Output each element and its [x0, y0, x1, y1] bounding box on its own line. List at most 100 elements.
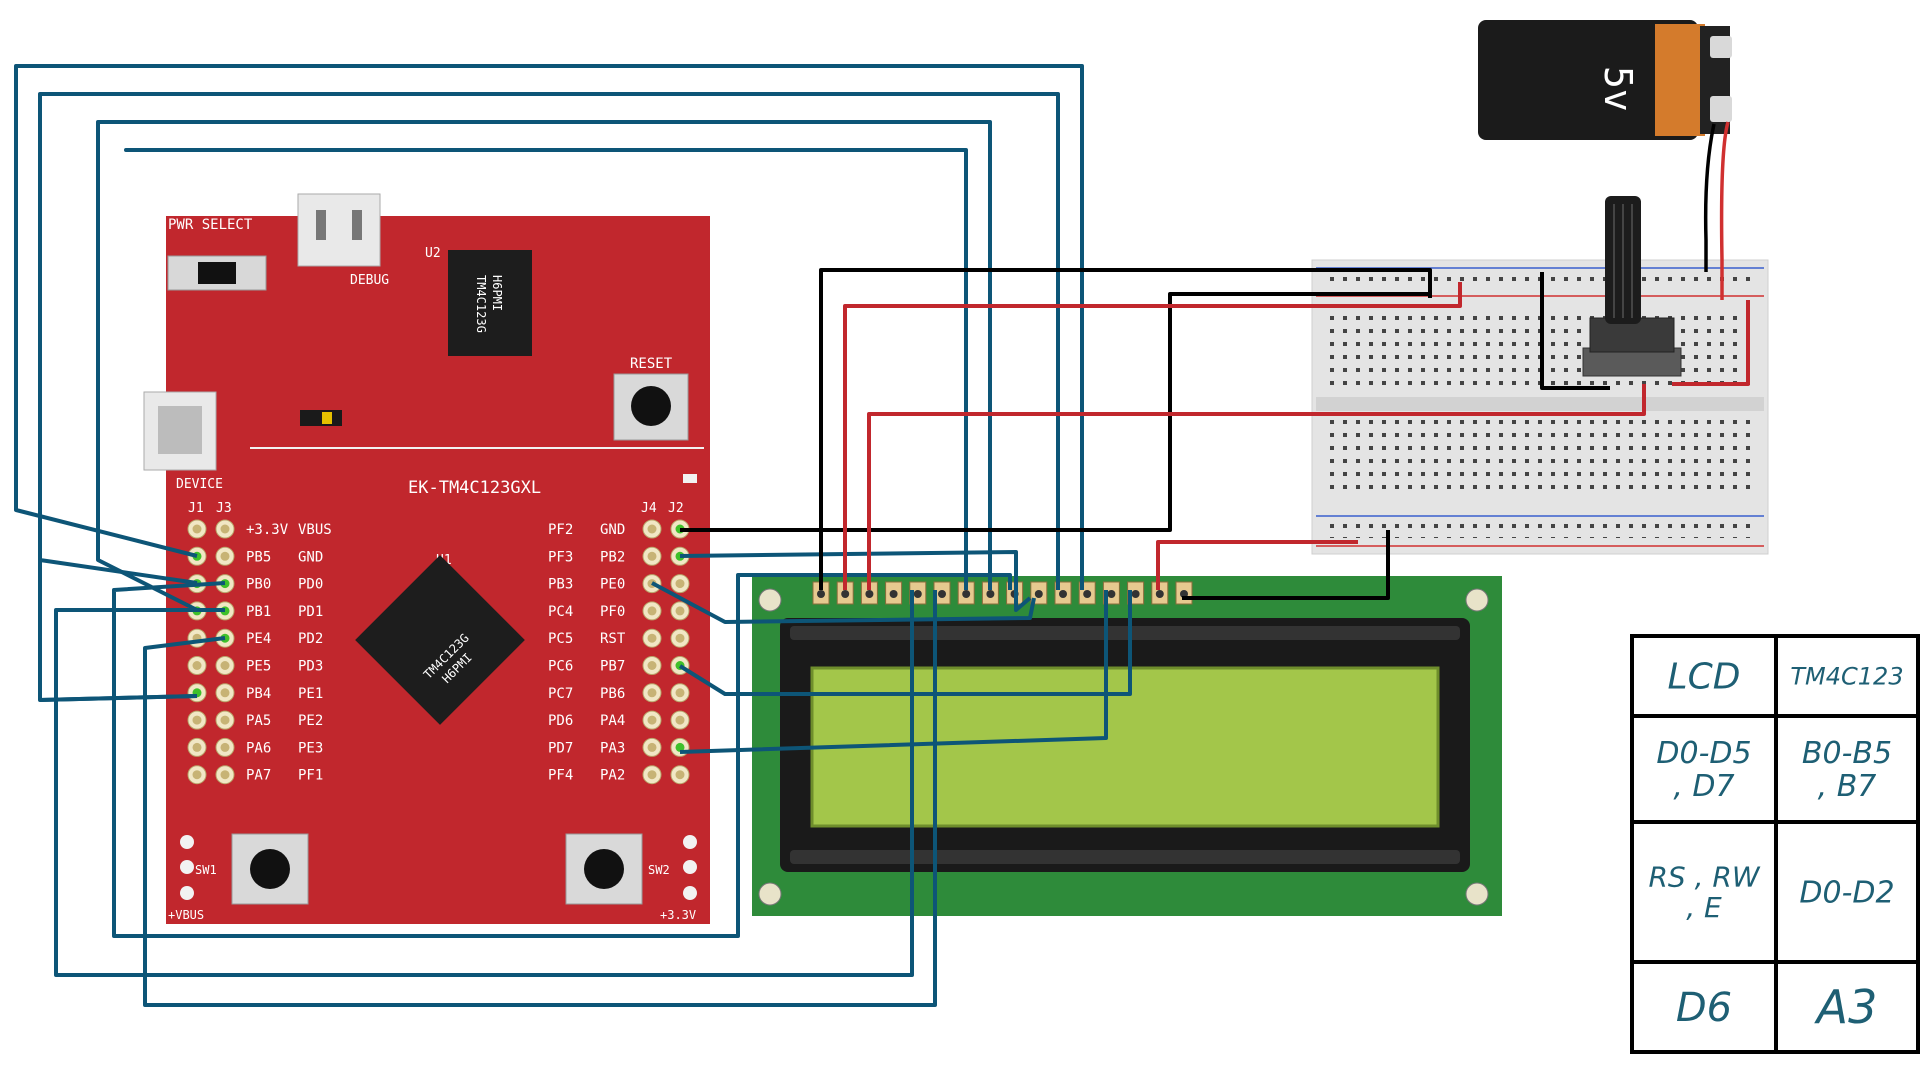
wire-pe4	[143, 590, 937, 1007]
left-pin-label-b: PE2	[298, 713, 323, 729]
chip-u2: TM4C123G H6PMI	[448, 250, 532, 356]
lcd-pin-hole-13	[1107, 590, 1116, 598]
lcd-pin-hole-11	[1059, 590, 1067, 598]
wire-pb1	[96, 120, 992, 612]
debug-label: DEBUG	[350, 273, 389, 288]
wire-loop4	[124, 148, 968, 590]
left-pin-label-b: PD1	[298, 604, 323, 620]
header-pin-core-R0-7	[647, 715, 657, 725]
header-pin-core-L1-7	[220, 715, 230, 725]
chip-u2-line1: TM4C123G	[474, 275, 488, 333]
table-cell-r1-c0: , D7	[1673, 769, 1734, 804]
left-pin-label-a: PE5	[246, 659, 271, 675]
table-cell-r0-c0: LCD	[1668, 657, 1741, 698]
header-pin-core-R0-4	[647, 633, 657, 643]
right-pin-label-b: RST	[600, 631, 626, 647]
right-pin-label-a: PC7	[548, 686, 573, 702]
header-pin-core-R0-1	[647, 551, 657, 561]
wire-pe0	[651, 581, 1036, 624]
chip-u2-line2: H6PMI	[490, 275, 504, 311]
lcd-pin-hole-15	[1155, 590, 1164, 598]
wire-pb2	[679, 550, 1032, 612]
sw1-label: SW1	[195, 863, 217, 877]
wire-pb5	[14, 64, 1084, 590]
lcd-pin-hole-8	[986, 590, 995, 598]
lcd-pin-hole-5	[913, 590, 922, 598]
wire-vcc-lcd2	[843, 282, 1462, 590]
lcd-pin-hole-7	[962, 590, 971, 598]
left-pin-label-a: PB0	[246, 577, 271, 593]
chip-u1: TM4C123G H6PMI	[355, 555, 525, 725]
pwr-select-label: PWR SELECT	[168, 217, 253, 233]
sw2-button	[565, 833, 643, 905]
left-pin-label-a: PB1	[246, 604, 271, 620]
wire-gnd-lcd16	[1182, 530, 1390, 600]
battery-label: 5v	[1596, 66, 1640, 112]
header-pin-core-L0-7	[192, 715, 202, 725]
header-pin-core-L1-0	[220, 524, 230, 534]
header-pin-core-L0-5	[192, 661, 202, 670]
table-cell-r2-c0: RS , RW	[1648, 860, 1760, 893]
left-pin-label-a: PA7	[246, 768, 271, 784]
right-pin-label-a: PB3	[548, 577, 573, 593]
device-label: DEVICE	[176, 477, 223, 492]
left-pin-label-a: PA6	[246, 740, 271, 756]
left-pin-label-b: PD3	[298, 659, 323, 675]
wire-pb0	[38, 92, 1060, 590]
header-pin-core-L1-1	[220, 551, 230, 561]
left-pin-label-a: PA5	[246, 713, 271, 729]
wire-pb4b	[39, 694, 198, 702]
wire-gnd-lcd1	[819, 268, 1432, 590]
vbus-label: +VBUS	[168, 908, 204, 922]
battery-black-wire	[1703, 123, 1716, 272]
lcd-pin-hole-10	[1034, 590, 1043, 598]
table-cell-r1-c1: B0-B5	[1802, 736, 1892, 771]
header-pin-core-R1-7	[675, 715, 685, 725]
table-cell-r0-c1: TM4C123	[1790, 662, 1903, 690]
header-j3-label: J3	[216, 501, 232, 516]
left-pin-label-b: PE1	[298, 686, 323, 702]
header-pin-core-L1-5	[220, 661, 230, 670]
u2-label: U2	[425, 246, 441, 261]
right-pin-label-b: PF0	[600, 604, 625, 620]
left-pin-label-b: GND	[298, 549, 323, 565]
right-pin-label-a: PD6	[548, 713, 573, 729]
left-pin-label-b: PD2	[298, 631, 323, 647]
board-name: EK-TM4C123GXL	[408, 478, 541, 498]
right-pin-label-b: PE0	[600, 577, 625, 593]
header-pin-core-R0-8	[647, 742, 657, 752]
left-pin-label-a: +3.3V	[246, 522, 289, 538]
battery-red-wire	[1719, 121, 1730, 300]
lcd-pin-hole-4	[889, 590, 898, 598]
wire-pb7	[678, 590, 1132, 696]
header-pin-core-R1-9	[675, 770, 685, 780]
v33-label: +3.3V	[660, 908, 696, 922]
wire-gnd-pot	[1540, 272, 1610, 390]
wires	[14, 64, 1750, 1007]
launchpad-board: PWR SELECT DEBUG DEVICE U2 TM4C123G H6PM…	[143, 193, 710, 924]
lcd-pin-hole-3	[865, 590, 874, 598]
header-pin-core-L1-9	[220, 770, 230, 780]
right-pin-label-b: PB2	[600, 549, 625, 565]
left-pin-label-b: PE3	[298, 740, 323, 756]
sw1-button	[231, 833, 309, 905]
reset-button	[613, 373, 689, 441]
wire-pa3	[679, 590, 1108, 754]
header-pin-core-R0-9	[647, 770, 657, 780]
table-cell-r1-c0: D0-D5	[1656, 736, 1751, 771]
left-pin-label-b: VBUS	[298, 522, 332, 538]
lcd-pin-hole-1	[817, 590, 825, 598]
header-pin-core-L0-8	[192, 742, 202, 752]
header-pin-core-L1-8	[220, 742, 230, 752]
left-pin-label-a: PB4	[246, 686, 271, 702]
lcd-pin-hole-14	[1131, 590, 1140, 598]
right-pin-label-a: PF4	[548, 768, 573, 784]
sw2-label: SW2	[648, 863, 670, 877]
header-j4-label: J4	[641, 501, 657, 516]
header-pin-core-R1-8	[675, 742, 685, 752]
header-pin-core-R0-5	[647, 661, 657, 670]
